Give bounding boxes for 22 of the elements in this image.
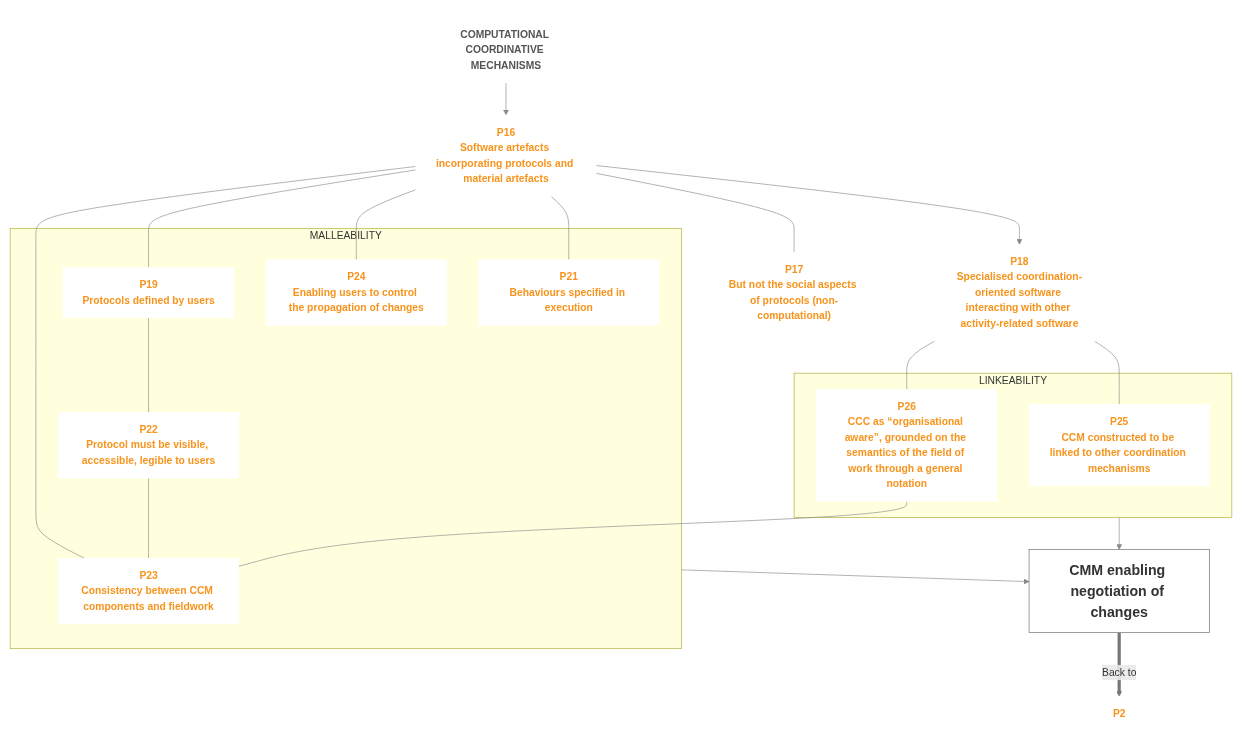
- connector: [35, 166, 417, 559]
- connector: [550, 196, 570, 261]
- node-box: P19 Protocols defined by users: [62, 267, 235, 319]
- node-text: P18 Specialised coordination-oriented software interacting with other activity-related software: [956, 256, 1083, 330]
- node-box: CMM enabling negotiation of changes: [1028, 549, 1210, 634]
- connector: [595, 173, 795, 253]
- node-text: COMPUTATIONAL COORDINATIVE MECHANISMS: [460, 29, 549, 71]
- node-box: P22 Protocol must be visible, accessible, legible to users: [58, 412, 239, 479]
- edge-label: Back to: [1102, 667, 1137, 679]
- node-text: P16 Software artefacts incorporating protocols and material artefacts: [435, 126, 574, 185]
- connector: [148, 169, 417, 269]
- node-box: P25 CCM constructed to be linked to other coordination mechanisms: [1028, 404, 1210, 487]
- connector: [148, 317, 149, 414]
- node-text: P2: [1112, 708, 1126, 720]
- connector: [238, 501, 908, 568]
- node-box: P26 CCC as “organisational aware”, grounded on the semantics of the field of work through a general notation: [816, 389, 998, 502]
- connector: [356, 189, 417, 261]
- node-box: P24 Enabling users to control the propagation of changes: [265, 259, 447, 327]
- connector: [148, 478, 149, 559]
- node-box: P23 Consistency between CCM components and fieldwork: [58, 558, 239, 625]
- node-text: P17 But not the social aspects of protocols (non-computational): [728, 264, 857, 322]
- node-box: P21 Behaviours specified in execution: [478, 259, 660, 327]
